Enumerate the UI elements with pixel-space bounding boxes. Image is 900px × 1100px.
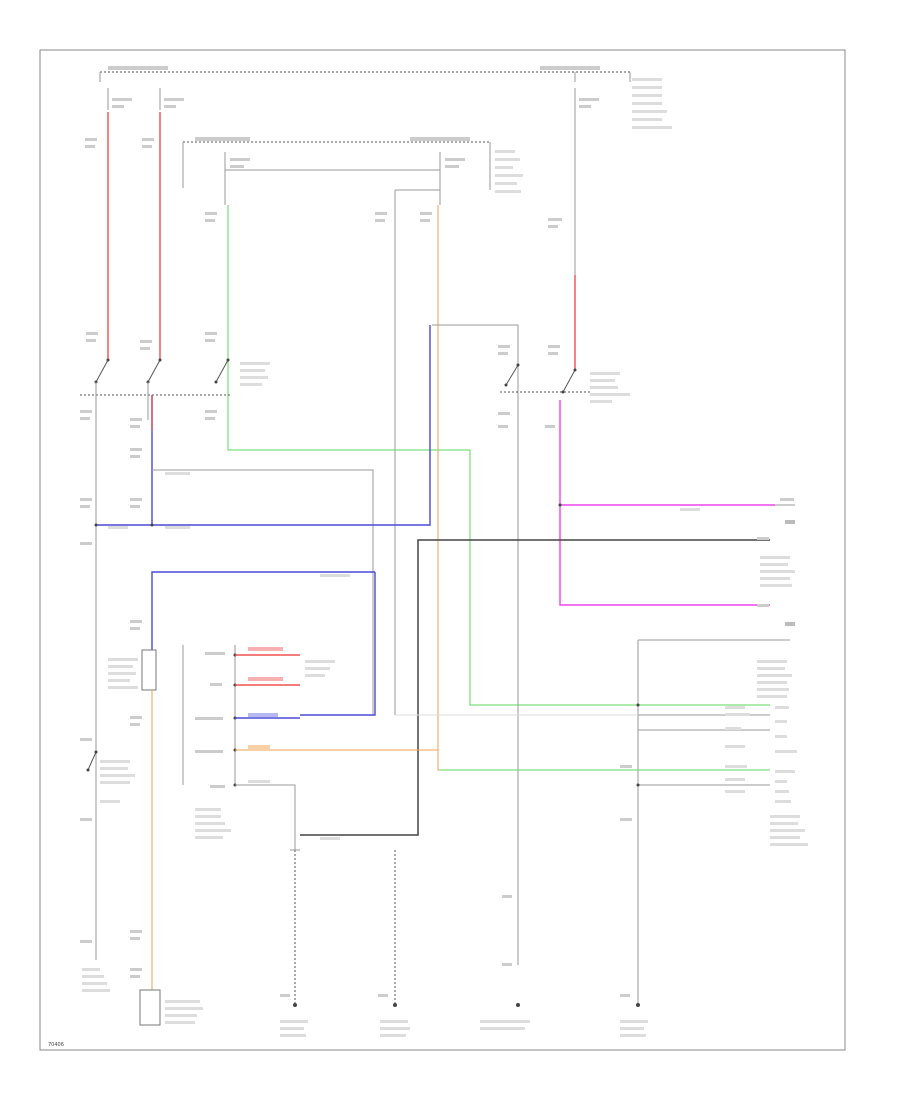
wire-magenta xyxy=(559,400,770,606)
ground-3 xyxy=(480,895,530,1030)
wire-green xyxy=(227,205,770,706)
switch-row-left xyxy=(80,332,270,396)
connector-right-bottom xyxy=(620,622,808,1005)
ground-1 xyxy=(280,849,308,1037)
bottom-left-connector xyxy=(130,930,203,1026)
second-power-bus xyxy=(182,137,523,193)
wire-dark xyxy=(300,539,770,836)
ground-2 xyxy=(378,850,410,1037)
fuse-left-2 xyxy=(159,88,184,110)
diagram-frame xyxy=(39,49,846,1051)
top-power-bus xyxy=(99,66,672,129)
wire-orange xyxy=(437,205,770,771)
ground-4 xyxy=(620,994,648,1037)
relay-right xyxy=(432,324,630,965)
control-module xyxy=(182,645,438,850)
wire-blue-to-module xyxy=(151,571,375,650)
left-switch-lower xyxy=(80,738,135,992)
fuse-left-1 xyxy=(107,88,132,110)
connector-right-top xyxy=(757,498,795,607)
door-switch xyxy=(108,620,157,726)
fuse-right-1 xyxy=(574,88,599,112)
wire-blue-horizontal xyxy=(96,325,431,526)
footer-code: 70406 xyxy=(48,1042,64,1048)
